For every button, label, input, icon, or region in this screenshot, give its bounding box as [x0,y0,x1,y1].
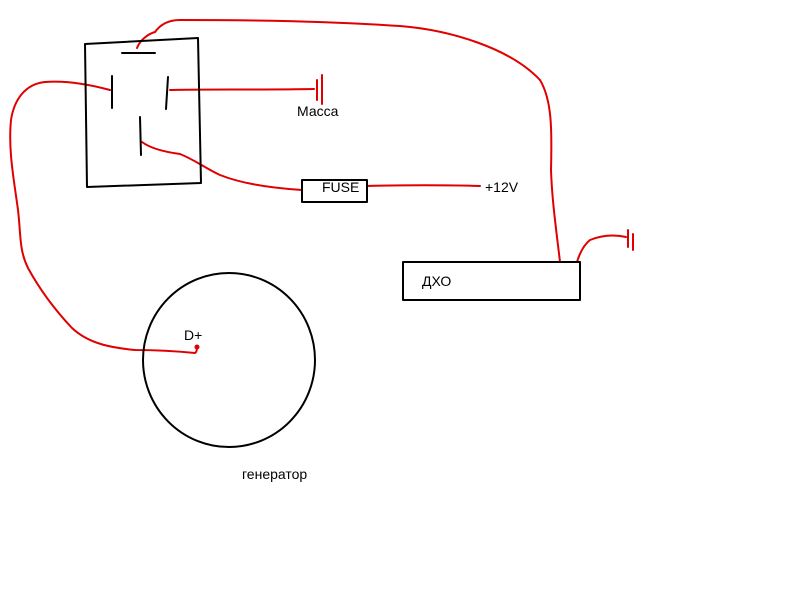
ground-symbol-drl [627,229,634,251]
ground-label: Масса [297,103,339,119]
fuse-box [301,179,368,203]
power-label: +12V [485,179,519,195]
wire-relay-to-ground [169,88,315,91]
relay-pin-bottom [139,116,142,156]
wire-relay-to-generator [9,80,198,354]
fuse-label: FUSE [322,179,359,195]
relay-box [84,37,202,188]
ground-symbol-relay [316,74,323,105]
terminal-label: D+ [184,327,202,343]
relay-pin-right [165,76,169,110]
terminal-dot [194,344,200,350]
wire-fuse-to-power [366,184,481,187]
wire-drl-to-ground [576,234,627,263]
drl-label: ДХО [422,273,451,289]
drl-box [402,261,581,301]
wire-relay-to-fuse [141,141,303,191]
wire-relay-to-drl [136,19,561,263]
generator-label: генератор [242,466,307,482]
generator-circle [142,272,316,448]
